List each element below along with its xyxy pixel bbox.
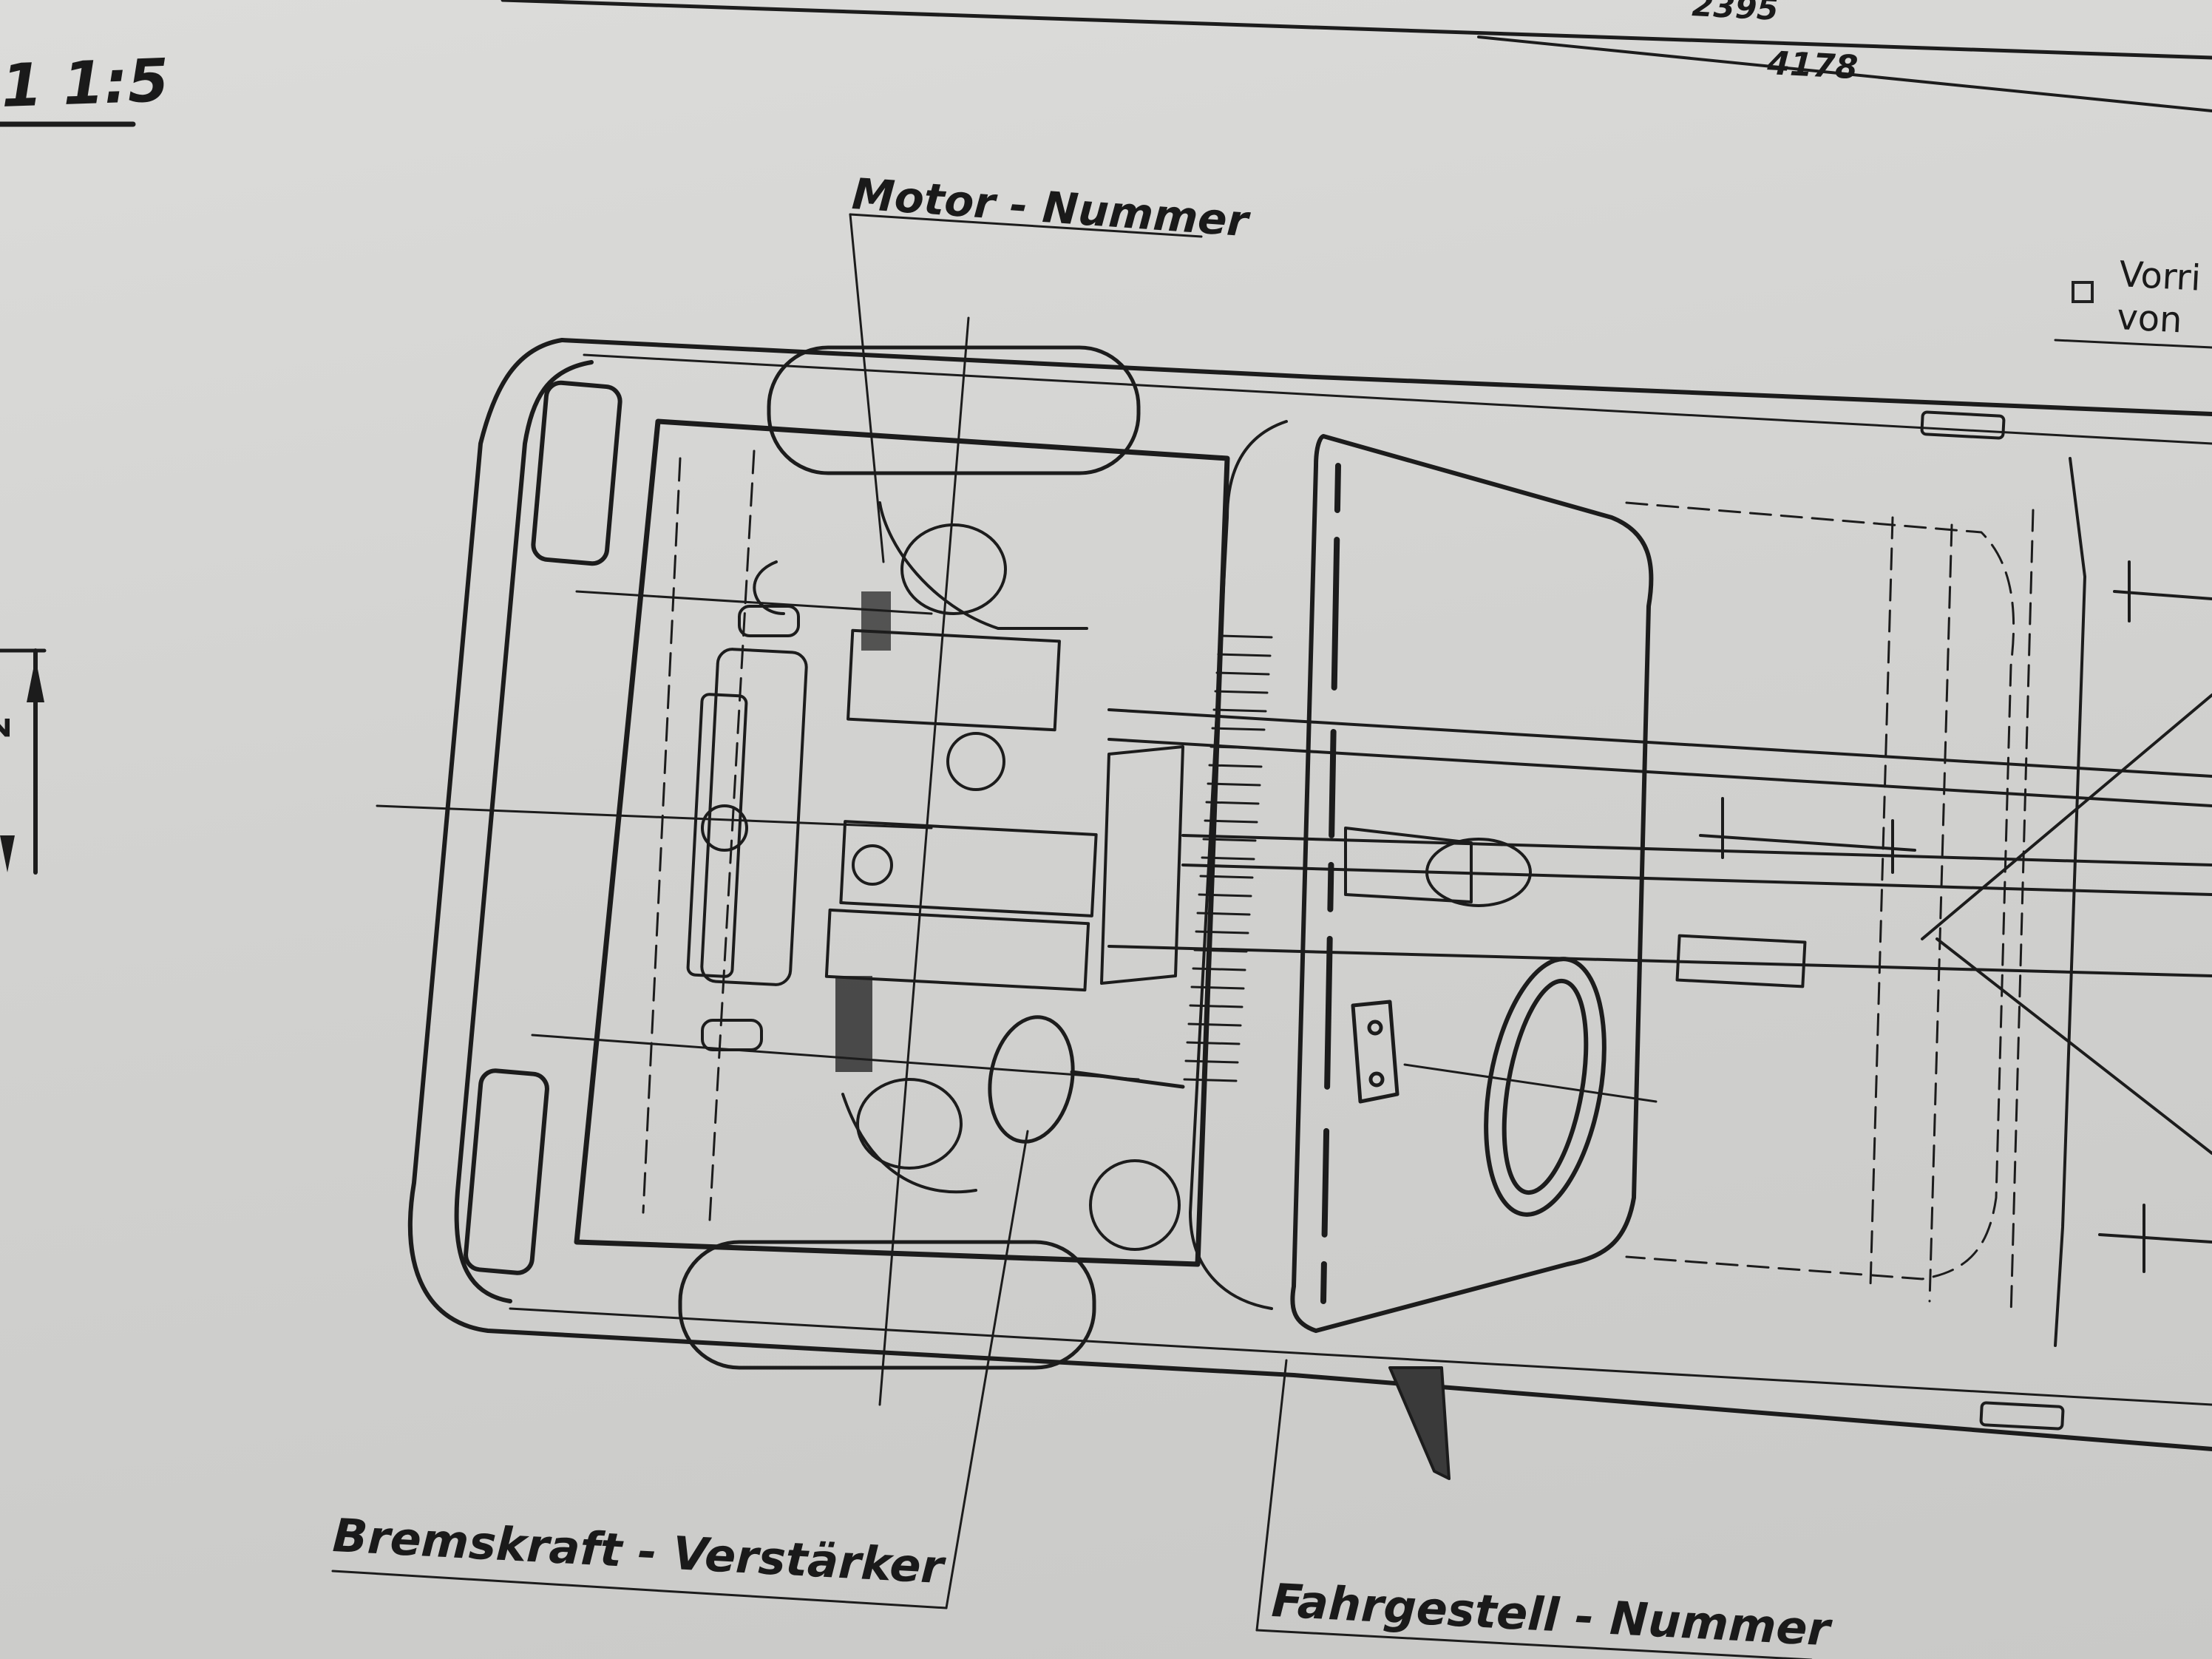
drive-tunnel [1107, 708, 2212, 977]
reference-lines [376, 590, 1140, 1081]
side-note-line2: von [2115, 296, 2183, 342]
windshield [1290, 434, 1654, 1333]
engine-bay [574, 418, 1230, 1267]
label-leader-lines [331, 213, 2212, 1659]
dimension-partial: 2395 [1691, 0, 1780, 28]
scale-label: 1 1:5 [0, 46, 170, 121]
cabin-floor [1625, 501, 2035, 1317]
engine-assembly [686, 501, 1184, 1194]
firewall-grille [1183, 420, 1288, 1310]
side-dimension-label: 2 [0, 716, 18, 739]
rear-section [1675, 410, 2212, 1431]
body-outline [407, 338, 2212, 1451]
front-wheels [678, 316, 1141, 1406]
side-dimension-marker [0, 648, 47, 875]
side-note-line1: Vorri [2118, 253, 2202, 299]
brake-booster [988, 1015, 1185, 1251]
note-symbol-icon [2072, 281, 2094, 303]
gear-lever [1351, 1000, 1400, 1104]
top-dimension-lines [0, 0, 2212, 127]
dimension-overall-length: 4178 [1766, 44, 1859, 87]
steering-wheel [1403, 957, 1658, 1217]
side-note: Vorri von [2116, 253, 2202, 343]
door-hinge [1388, 1366, 1451, 1480]
